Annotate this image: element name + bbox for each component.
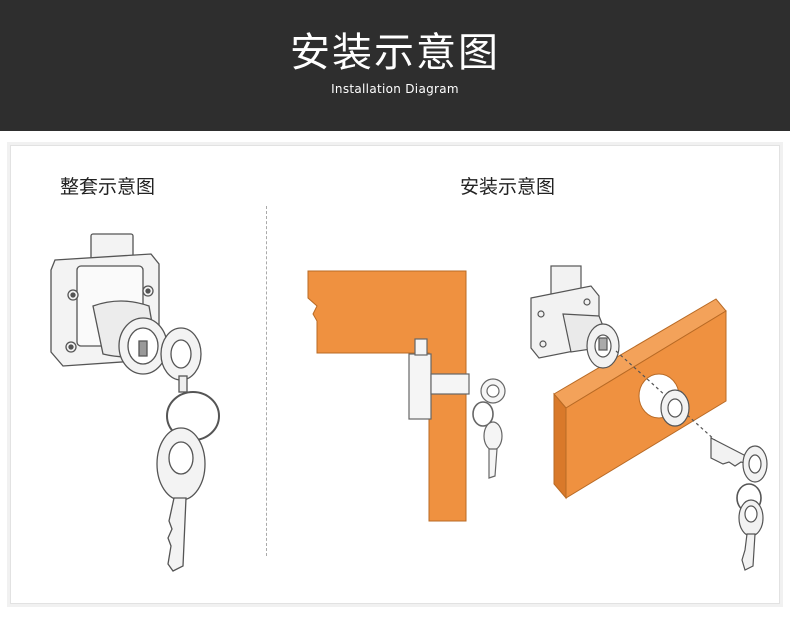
page-subtitle: Installation Diagram — [331, 82, 459, 96]
page-title: 安装示意图 — [290, 30, 500, 76]
header-banner: 安装示意图 Installation Diagram — [0, 0, 790, 131]
cabinet-cross-section-icon — [307, 270, 506, 522]
full-set-label: 整套示意图 — [60, 176, 156, 198]
lock-installation-icon — [530, 265, 727, 500]
install-label: 安装示意图 — [460, 176, 556, 198]
lock-with-keys-icon — [50, 233, 220, 572]
dashed-divider — [266, 206, 267, 556]
key-icon — [710, 437, 768, 571]
diagram-panel: 整套示意图 安装示意图 — [10, 145, 780, 604]
